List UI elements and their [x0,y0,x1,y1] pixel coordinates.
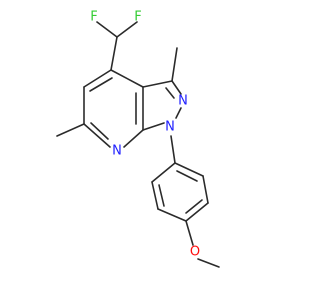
bond-chf2-c4 [110,36,118,71]
bond-c3-n2-inner [165,87,175,99]
bond-c4-c5 [83,69,112,88]
bond-f2-chf2 [116,21,138,38]
bond-o-methyl [197,258,220,268]
bond-f1-chf2 [96,21,118,38]
fluorine-label-1: F [90,10,97,25]
bond-layer [56,21,220,268]
bond-ar4-ar5 [185,202,209,222]
bond-ar2-ar3 [151,181,159,210]
bond-n7-c7a [123,129,144,148]
bond-c4-c5-inner [89,77,113,92]
bond-c6-n7-inner [90,122,109,140]
pyrazole-nitrogen-label-2: N [178,94,188,109]
bond-n2-n1 [175,107,182,119]
bond-ar4-ar5-inner [185,199,203,214]
bond-ar1-ar2 [151,162,176,183]
bond-ar5-ar6 [202,175,209,204]
methoxy-oxygen-label: O [190,245,200,260]
bond-n1-c7a [142,122,165,131]
bond-c3-methyl [171,47,178,82]
bond-c6-n7 [83,123,111,148]
bond-ar3-ar4 [157,208,187,222]
bond-c3a-c4 [110,69,144,88]
bond-ar6-ar1 [174,162,204,177]
bond-c3a-c3 [142,80,173,88]
pyrazole-nitrogen-label-1: N [165,120,175,135]
fluorine-label-2: F [134,10,141,25]
bond-c3-n2 [171,80,182,95]
bond-c6-methyl [56,123,85,137]
bond-ar4-o [185,220,194,246]
atom-label-layer: F F N N N O [90,10,200,260]
bond-ar2-ar3-inner [158,184,165,207]
bond-ar6-ar1-inner [176,170,198,182]
bond-n1-aryl [170,135,176,164]
pyridine-nitrogen-label: N [112,144,122,159]
chemical-structure-diagram: F F N N N O [56,10,220,268]
